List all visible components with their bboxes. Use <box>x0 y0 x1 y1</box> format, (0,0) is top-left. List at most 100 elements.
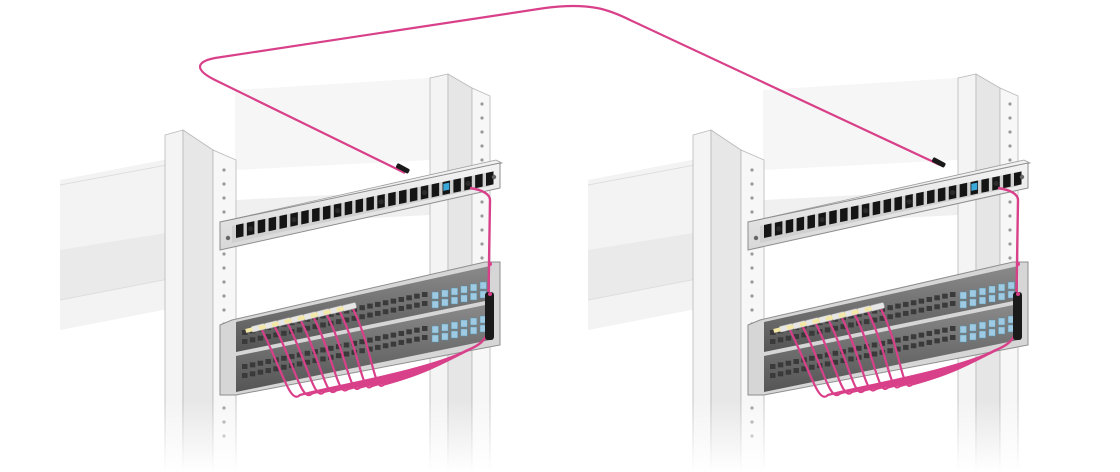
patch-port <box>850 205 859 220</box>
fiber-connector-icon <box>931 157 946 168</box>
patch-port <box>388 191 396 207</box>
switch-port <box>359 339 365 345</box>
patch-port <box>796 216 805 232</box>
switch-port <box>770 364 776 369</box>
switch-port <box>942 293 948 299</box>
patch-port <box>840 207 848 223</box>
patch-port <box>981 178 989 193</box>
fiber-connector-icon <box>271 321 280 327</box>
switch-port <box>249 362 256 368</box>
switch-port <box>770 330 776 335</box>
mounting-hole <box>750 266 754 270</box>
switch-port <box>793 359 799 365</box>
switch-port <box>903 335 909 341</box>
switch-port <box>398 330 405 336</box>
switch-port <box>335 353 342 359</box>
switch-port <box>296 361 303 367</box>
switch-port <box>950 292 956 297</box>
switch-port <box>367 337 373 343</box>
switch-port <box>351 315 358 321</box>
switch-port <box>942 336 948 342</box>
uplink-port <box>470 283 478 292</box>
port-cap <box>819 217 825 223</box>
mounting-hole <box>222 252 226 256</box>
mounting-hole <box>222 294 226 298</box>
cable-clip <box>1016 292 1020 296</box>
switch-port <box>942 302 948 308</box>
port-cap <box>248 226 254 232</box>
switch-port <box>382 300 389 306</box>
uplink-port <box>441 298 449 307</box>
uplink-port <box>450 287 458 296</box>
switch-port <box>304 350 311 356</box>
switch-port <box>414 302 420 308</box>
uplink-port <box>479 281 487 290</box>
switch-port <box>422 301 428 306</box>
rack-post-icon <box>692 129 712 472</box>
bottom-fade <box>60 400 520 472</box>
switch-port <box>895 346 901 352</box>
patch-port <box>883 198 892 214</box>
switch-port <box>242 373 248 378</box>
fiber-connector-icon <box>323 309 332 315</box>
switch-port <box>367 303 373 309</box>
uplink-port <box>978 330 986 339</box>
switch-port <box>871 317 878 323</box>
switch-port <box>832 325 839 331</box>
uplink-port <box>431 300 439 309</box>
fiber-connector-icon <box>812 318 821 324</box>
fiber-connector-icon <box>971 182 978 191</box>
mounting-hole <box>1008 102 1012 106</box>
uplink-port <box>460 285 468 294</box>
uplink-port <box>978 287 986 296</box>
switch-port <box>320 356 326 362</box>
port-cap <box>949 189 956 196</box>
uplink-port <box>441 289 449 298</box>
uplink-port <box>959 291 967 300</box>
racks-layer <box>59 73 1048 472</box>
uplink-port <box>959 325 967 334</box>
switch-port <box>879 340 886 346</box>
mounting-hole <box>1008 242 1012 246</box>
bottom-fade <box>588 400 1048 472</box>
fiber-connector-icon <box>825 315 834 321</box>
switch-port <box>406 329 412 335</box>
switch-port <box>265 334 271 340</box>
mounting-hole <box>750 182 754 186</box>
port-cap <box>993 180 999 187</box>
patch-port <box>475 173 483 189</box>
switch-port <box>770 373 776 378</box>
mounting-hole <box>1008 214 1012 218</box>
mounting-hole <box>480 130 484 134</box>
uplink-port <box>959 300 967 309</box>
uplink-port <box>969 289 977 298</box>
switch-port <box>343 342 350 348</box>
switch-port <box>390 332 397 338</box>
switch-port <box>343 308 350 314</box>
uplink-port <box>470 292 478 301</box>
fiber-connector-icon <box>773 327 782 333</box>
uplink-port <box>450 330 458 339</box>
switch-port <box>312 324 318 330</box>
trunk-cable-layer <box>198 4 946 174</box>
switch-port <box>343 317 350 323</box>
switch-port <box>910 309 917 315</box>
switch-port <box>840 358 846 364</box>
mounting-hole <box>1008 200 1012 204</box>
mounting-hole <box>480 158 484 162</box>
switch-port <box>809 355 815 361</box>
patch-port <box>872 200 881 216</box>
switch-port <box>249 371 256 377</box>
switch-port <box>809 330 815 336</box>
switch-port <box>375 301 381 307</box>
breakout-boot <box>1013 292 1022 340</box>
switch-port <box>343 351 350 357</box>
uplink-port <box>460 294 468 303</box>
switch-port <box>816 354 823 360</box>
switch-port <box>918 341 925 347</box>
switch-port <box>257 360 264 366</box>
switch-port <box>926 339 933 345</box>
patch-port <box>1014 171 1022 187</box>
switch-port <box>304 325 311 331</box>
